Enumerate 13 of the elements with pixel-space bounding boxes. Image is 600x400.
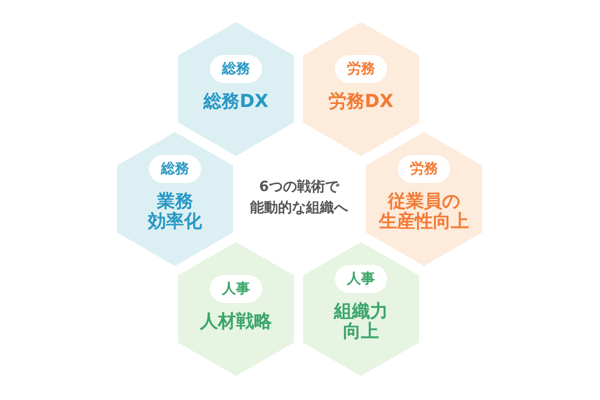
strategy-title: 従業員の生産性向上 — [379, 192, 469, 232]
hexagon-panel — [117, 132, 233, 266]
strategy-title: 人材戦略 — [200, 312, 272, 332]
hexagon-panel — [178, 242, 294, 376]
hexagon-panel — [366, 132, 482, 266]
strategy-title: 業務効率化 — [148, 192, 202, 232]
strategy-title: 労務DX — [328, 92, 394, 112]
hexagon-panel — [303, 242, 419, 376]
strategy-title: 総務DX — [204, 92, 268, 112]
center-caption: 6つの戦術で能動的な組織へ — [250, 178, 348, 218]
hexagon-panel — [303, 22, 419, 156]
hexagon-panel — [178, 22, 294, 156]
strategy-title: 組織力向上 — [334, 302, 388, 342]
